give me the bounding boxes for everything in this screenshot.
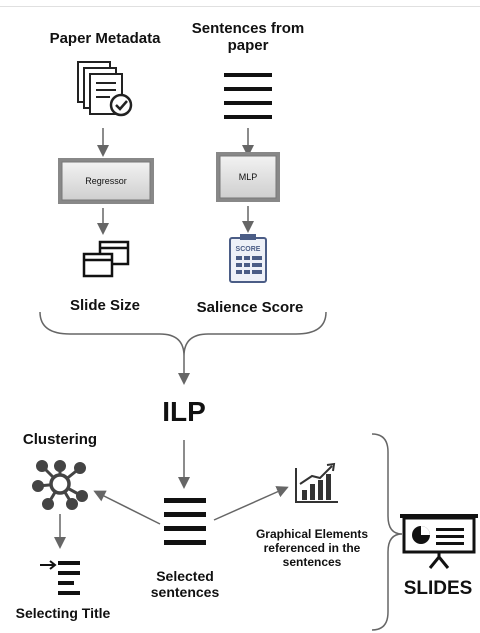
regressor-box	[58, 158, 154, 204]
paper-metadata-label: Paper Metadata	[49, 30, 161, 47]
presentation-icon	[400, 514, 478, 569]
graphical-elements-label: Graphical Elements referenced in the sen…	[255, 527, 369, 569]
cluster-network-icon	[32, 460, 88, 510]
merge-brace	[39, 311, 327, 357]
ilp-label: ILP	[162, 396, 206, 427]
score-icon-text: SCORE	[236, 246, 261, 253]
bar-chart-icon	[295, 462, 338, 503]
arrow-selected-to-graphics	[213, 486, 289, 521]
title-select-icon	[40, 560, 80, 595]
regressor-label: Regressor	[85, 176, 127, 186]
sentences-from-paper-label: Sentences from paper	[191, 20, 305, 55]
top-rule	[0, 6, 480, 7]
slides-label: SLIDES	[403, 578, 473, 599]
selecting-title-label: Selecting Title	[15, 605, 111, 621]
score-sheet-icon: SCORE	[229, 234, 267, 283]
arrow-selected-to-cluster	[93, 490, 161, 525]
mlp-box	[216, 152, 280, 202]
document-check-icon	[77, 61, 133, 117]
lines-icon	[224, 73, 272, 119]
slide-size-label: Slide Size	[69, 297, 141, 314]
clustering-label: Clustering	[22, 431, 98, 448]
windows-icon	[82, 240, 130, 278]
selected-sentences-label: Selected sentences	[150, 568, 220, 601]
list-icon	[164, 498, 206, 545]
slides-brace	[371, 433, 403, 631]
mlp-label: MLP	[238, 172, 258, 182]
salience-score-label: Salience Score	[196, 299, 304, 316]
